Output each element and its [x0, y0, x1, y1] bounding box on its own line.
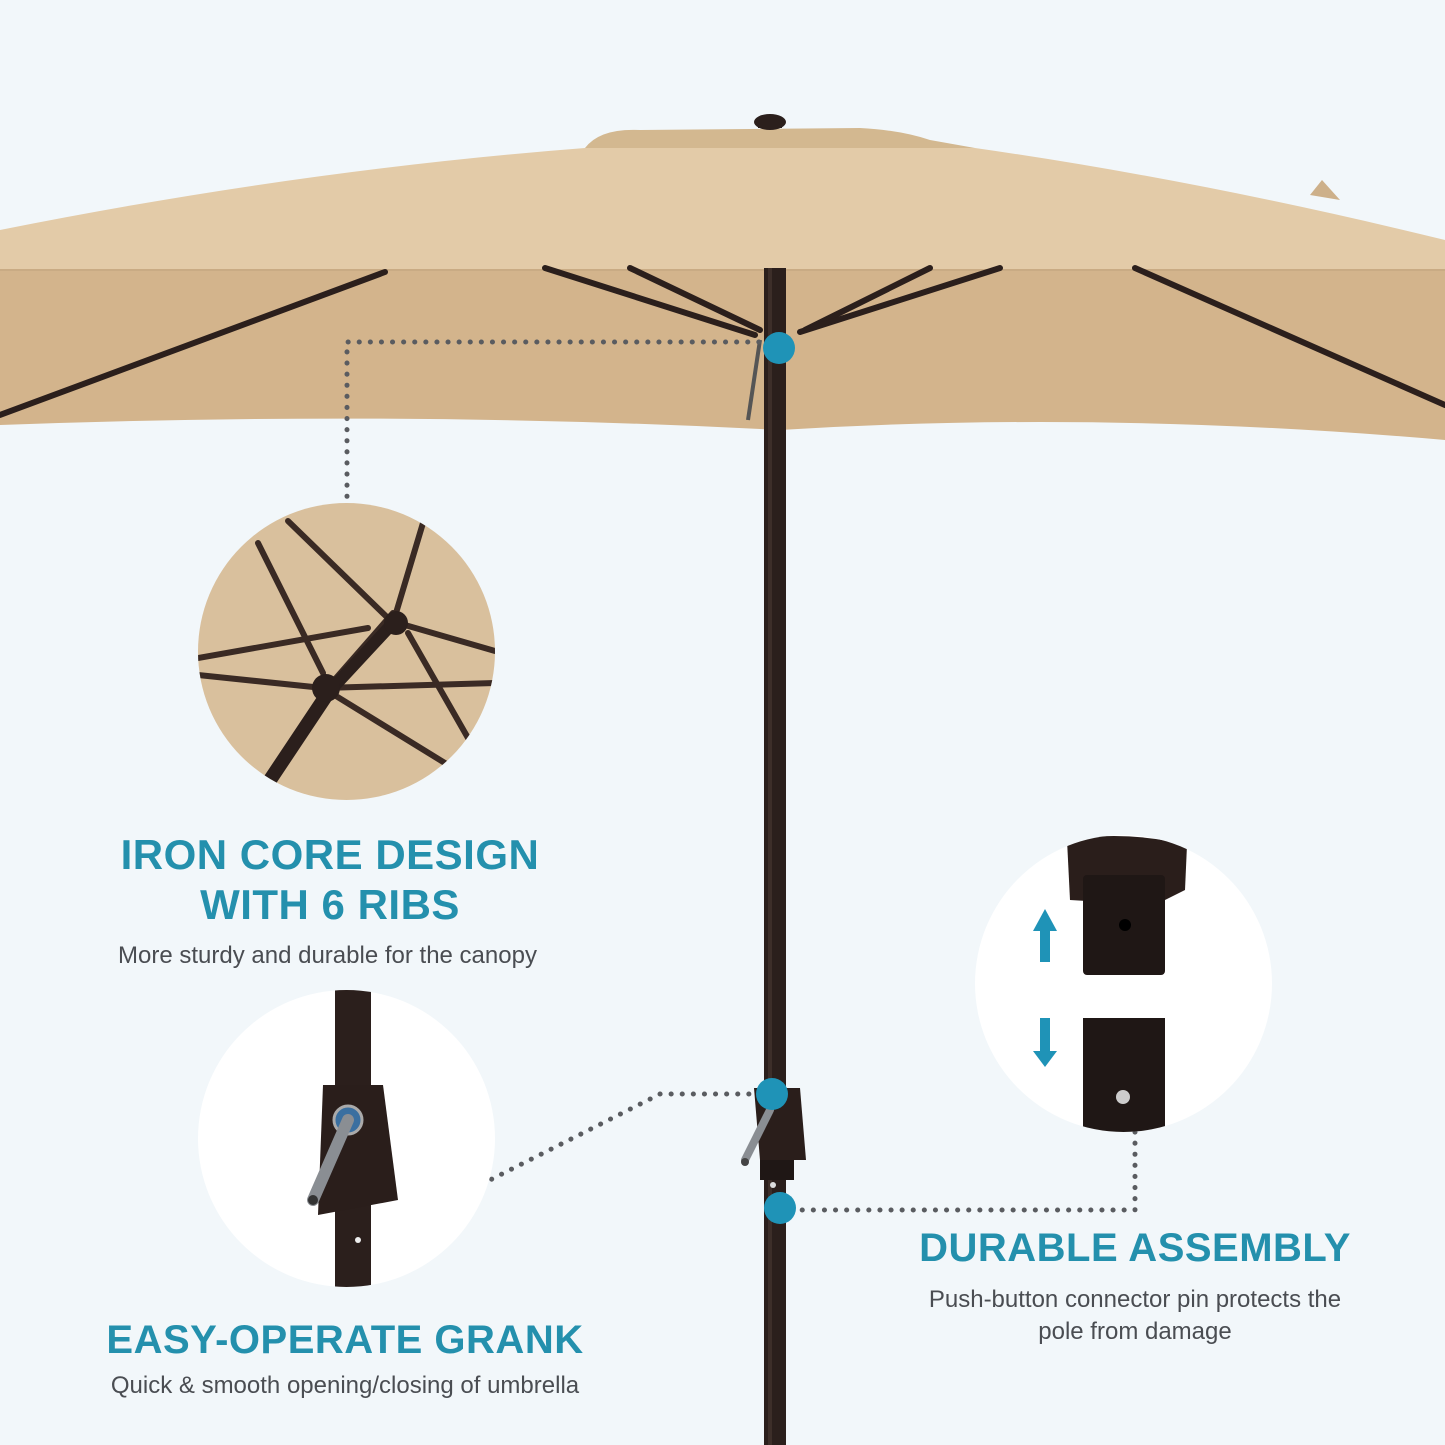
- arrow-up-icon: [1033, 909, 1057, 962]
- umbrella-ribs-icon: [198, 518, 495, 790]
- connector-closeup-image: [975, 835, 1272, 1132]
- feature-title-crank: EASY-OPERATE GRANK: [106, 1318, 584, 1362]
- feature-description-iron-core: More sturdy and durable for the canopy: [118, 942, 537, 969]
- feature-description-line: pole from damage: [1038, 1318, 1232, 1346]
- crank-handle-icon: [307, 990, 398, 1287]
- feature-description-assembly: Push-button connector pin protects the p…: [880, 1284, 1390, 1349]
- crank-closeup-image: [198, 990, 495, 1287]
- arrow-down-icon: [1033, 1018, 1057, 1067]
- feature-title-line: WITH 6 RIBS: [200, 881, 460, 929]
- ribs-closeup-image: [198, 503, 495, 800]
- feature-title-line: IRON CORE DESIGN: [120, 831, 540, 878]
- feature-description-line: Push-button connector pin protects the: [928, 1286, 1342, 1313]
- pole-connector-icon: [1033, 836, 1187, 1132]
- feature-description-crank: Quick & smooth opening/closing of umbrel…: [110, 1372, 580, 1399]
- feature-title-iron-core: IRON CORE DESIGN WITH 6 RIBS: [80, 830, 580, 931]
- feature-title-assembly: DURABLE ASSEMBLY: [919, 1226, 1351, 1270]
